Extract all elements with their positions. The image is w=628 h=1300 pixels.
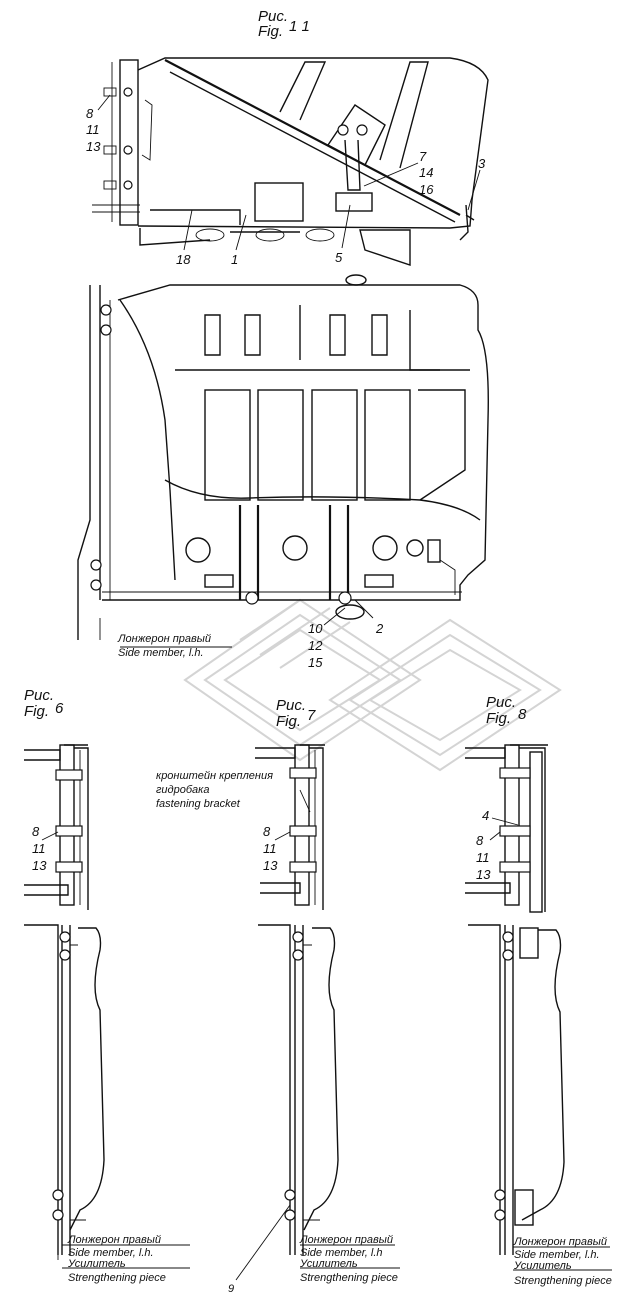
fig6-number: 6	[55, 700, 64, 717]
fig6-side-member-en: Side member, l.h.	[68, 1247, 154, 1259]
fig8-reinforcement-ru: Усилитель	[513, 1260, 572, 1272]
fig7-bracket-ru-1: кронштейн крепления	[156, 770, 273, 782]
fig7-number: 7	[307, 707, 316, 724]
fig8-bottom-view	[468, 924, 612, 1271]
fig7-top-view	[255, 744, 325, 910]
fig8-callout-13: 13	[476, 867, 491, 882]
fig11-title-en: Fig.	[258, 23, 283, 40]
fig8-number: 8	[518, 706, 527, 723]
fig11-callout-12: 12	[308, 638, 323, 653]
fig8-title-en: Fig.	[486, 710, 511, 727]
fig6-side-member-ru: Лонжерон правый	[67, 1234, 161, 1246]
fig11-side-member-en: Side member, l.h.	[118, 647, 204, 659]
fig11-callout-15: 15	[308, 655, 323, 670]
fig8-reinforcement-en: Strengthening piece	[514, 1275, 612, 1287]
fig11-callout-16: 16	[419, 182, 434, 197]
fig8-side-member-en: Side member, l.h.	[514, 1249, 600, 1261]
fig8-callout-11: 11	[476, 850, 490, 865]
fig8-callout-8: 8	[476, 833, 484, 848]
fig11-callout-7: 7	[419, 149, 427, 164]
fig11-callout-8: 8	[86, 106, 94, 121]
fig11-callout-10: 10	[308, 621, 323, 636]
fig6-title-en: Fig.	[24, 703, 49, 720]
fig7-side-member-en: Side member, l.h	[300, 1247, 383, 1259]
fig11-callout-14: 14	[419, 165, 433, 180]
fig6-title-ru: Рис.	[24, 687, 54, 704]
fig6-callout-11: 11	[32, 841, 46, 856]
fig7-reinforcement-en: Strengthening piece	[300, 1272, 398, 1284]
fig8-side-member-ru: Лонжерон правый	[513, 1236, 607, 1248]
fig7-title-ru: Рис.	[276, 697, 306, 714]
fig11-leaders-top	[97, 94, 481, 251]
fig11-callout-3: 3	[478, 156, 486, 171]
fig6-top-view	[24, 744, 89, 910]
fig7-reinforcement-ru: Усилитель	[299, 1258, 358, 1270]
fig6-reinforcement-ru: Усилитель	[67, 1258, 126, 1270]
fig11-callout-18: 18	[176, 252, 191, 267]
fig7-callout-9: 9	[228, 1283, 234, 1295]
fig7-bracket-en: fastening bracket	[156, 798, 241, 810]
fig6-reinforcement-en: Strengthening piece	[68, 1272, 166, 1284]
fig11-callout-2: 2	[375, 621, 384, 636]
fig7-callout-11: 11	[263, 841, 277, 856]
fig7-bottom-view	[235, 924, 400, 1281]
fig11-side-view	[92, 57, 489, 266]
fig8-top-view	[465, 744, 548, 913]
fig11-callout-11: 11	[86, 122, 100, 137]
fig6-callout-8: 8	[32, 824, 40, 839]
plan-slots	[175, 305, 470, 501]
fig11-leaders-bottom	[120, 599, 374, 648]
fig11-callout-5: 5	[335, 250, 343, 265]
fig11-callout-13: 13	[86, 139, 101, 154]
fig7-side-member-ru: Лонжерон правый	[299, 1234, 393, 1246]
fig7-title-en: Fig.	[276, 713, 301, 730]
fig6-callout-13: 13	[32, 858, 47, 873]
fig7-callout-13: 13	[263, 858, 278, 873]
fig6-bottom-view	[24, 924, 190, 1269]
fig8-title-ru: Рис.	[486, 694, 516, 711]
fig7-bracket-ru-2: гидробака	[156, 784, 209, 796]
watermark	[183, 598, 562, 772]
fig11-plan-view	[77, 274, 489, 640]
fig8-callout-4: 4	[482, 808, 489, 823]
fig11-number: 1 1	[289, 18, 310, 35]
fig11-side-member-ru: Лонжерон правый	[117, 633, 211, 645]
fig11-title-ru: Рис.	[258, 8, 288, 25]
fig11-callout-1: 1	[231, 252, 238, 267]
fig7-callout-8: 8	[263, 824, 271, 839]
